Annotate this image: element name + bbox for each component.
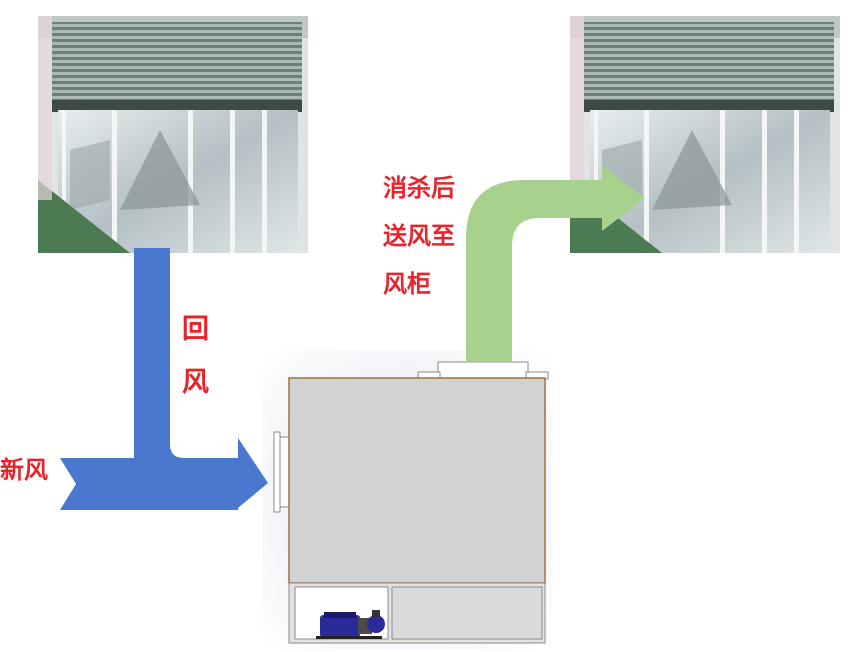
return-air-arrow — [60, 248, 268, 510]
sterilized-label-line3: 风柜 — [383, 270, 431, 298]
fresh-air-label: 新风 — [0, 456, 48, 484]
return-air-label-bottom: 风 — [182, 367, 209, 398]
sterilized-label-line2: 送风至 — [383, 222, 455, 250]
supply-air-arrow — [466, 165, 645, 362]
return-air-label-top: 回 — [182, 314, 209, 345]
sterilized-label-line1: 消杀后 — [383, 174, 455, 202]
sterilizer-machine — [273, 361, 549, 644]
pump-motor-icon — [316, 610, 385, 639]
left-unit-photo — [38, 16, 308, 253]
